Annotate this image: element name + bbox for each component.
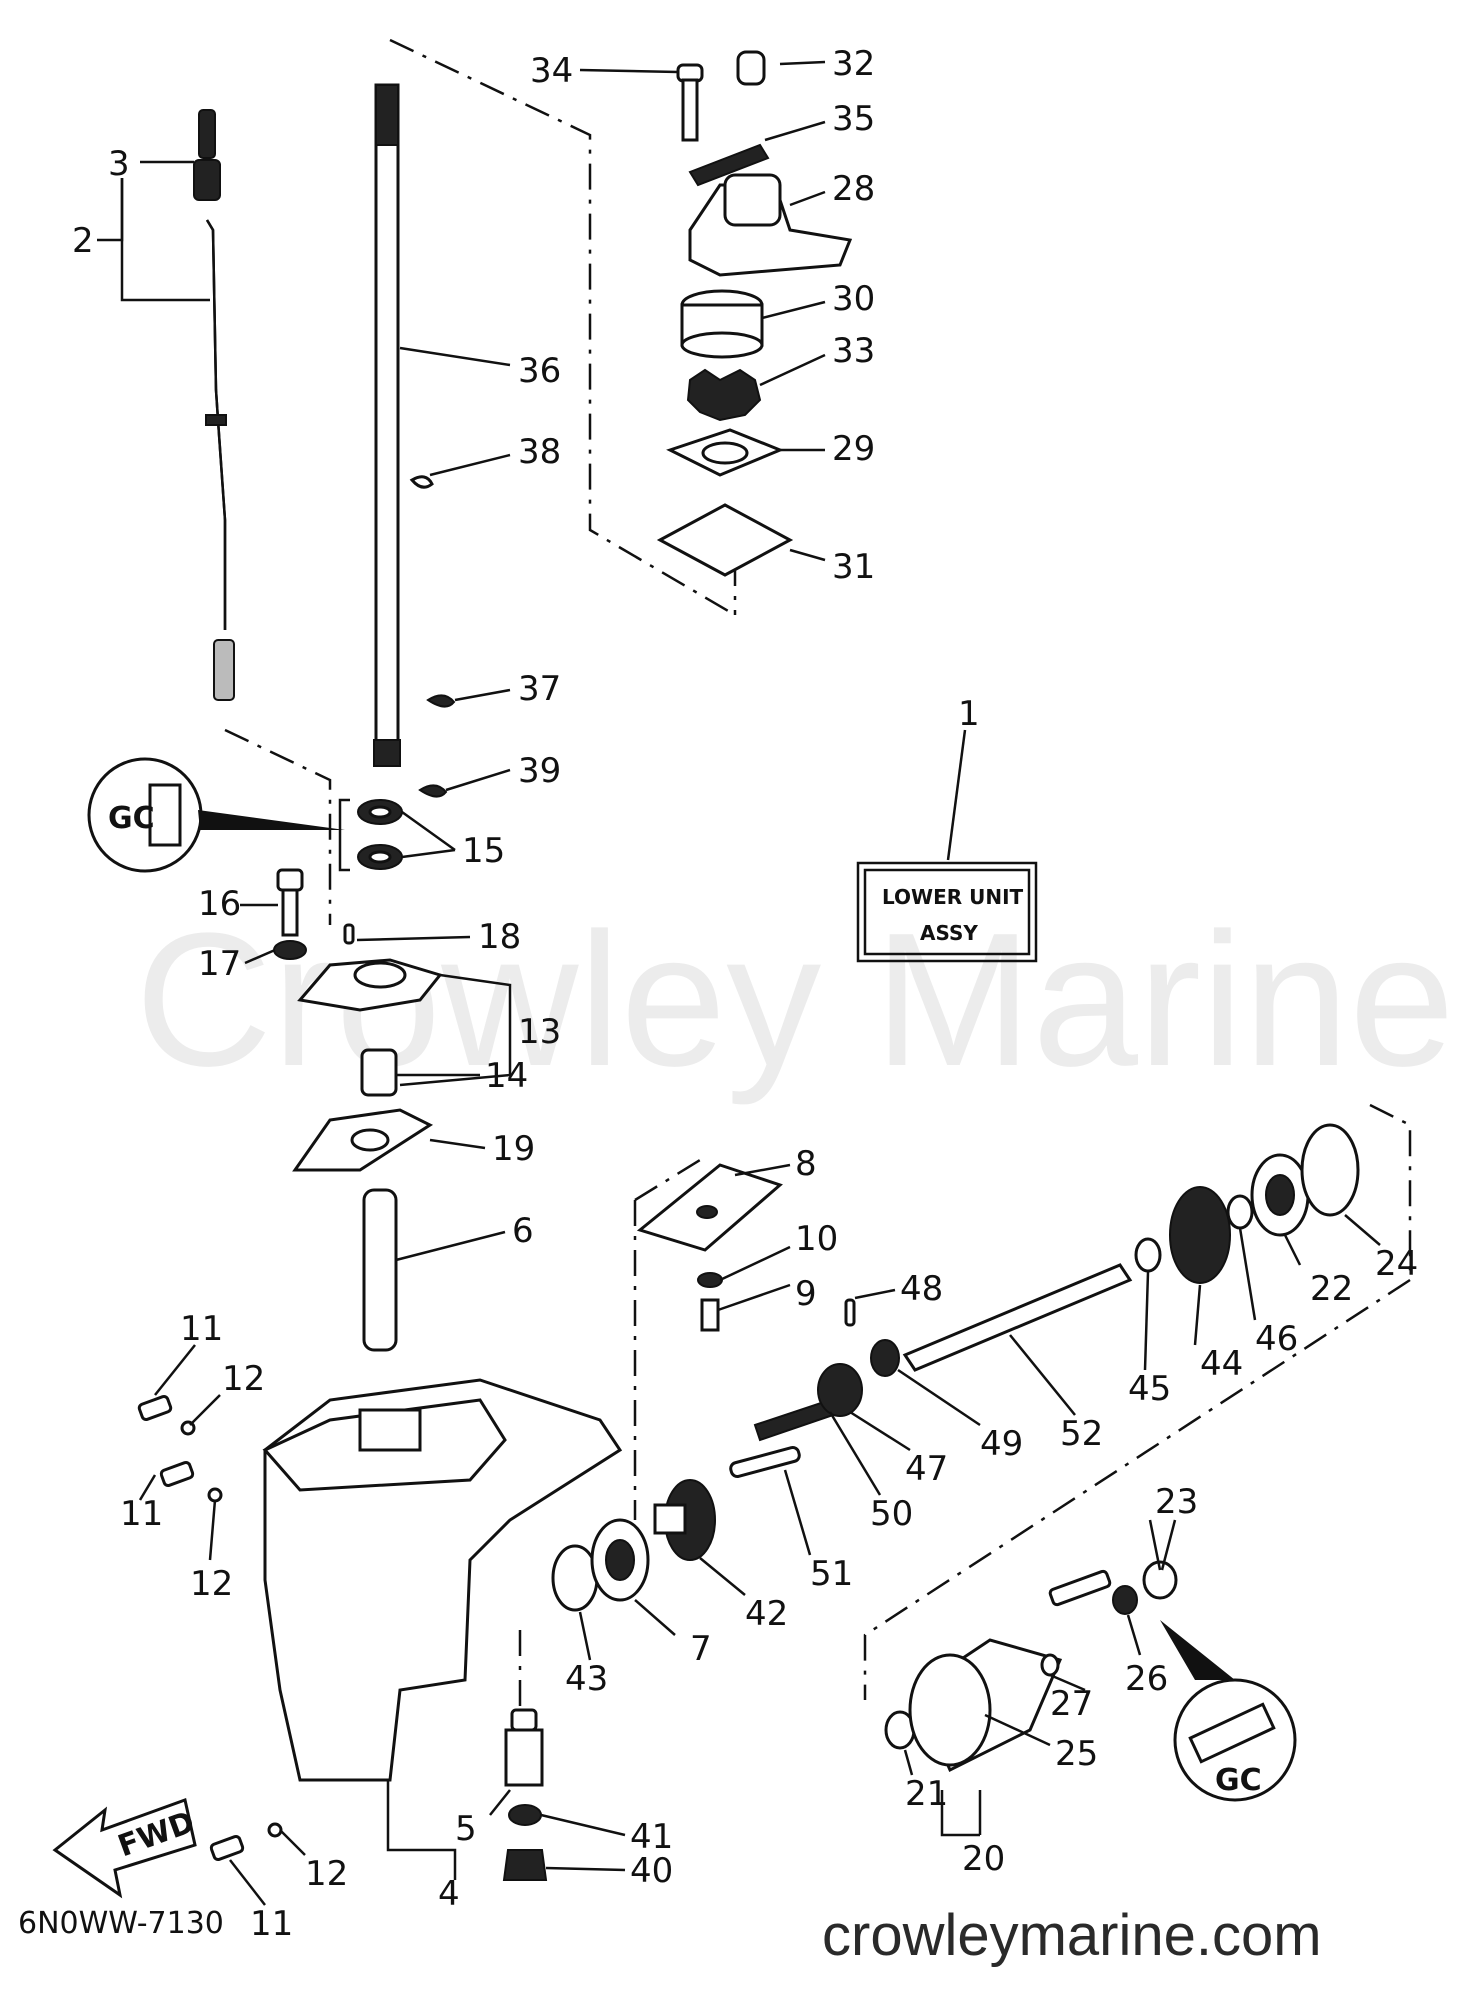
- callout-26: 26: [1125, 1659, 1168, 1699]
- callout-4: 4: [438, 1874, 460, 1914]
- fwd-arrow: FWD: [52, 1798, 199, 1899]
- callout-18: 18: [478, 917, 521, 957]
- callout-43: 43: [565, 1659, 608, 1699]
- callout-5: 5: [455, 1809, 477, 1849]
- callout-27: 27: [1050, 1684, 1093, 1724]
- callout-28: 28: [832, 169, 875, 209]
- callout-37: 37: [518, 669, 561, 709]
- callout-10: 10: [795, 1219, 838, 1259]
- callout-50: 50: [870, 1494, 913, 1534]
- callout-16: 16: [198, 884, 241, 924]
- svg-text:GC: GC: [1215, 1763, 1262, 1798]
- svg-text:ASSY: ASSY: [920, 921, 978, 945]
- callout-17: 17: [198, 944, 241, 984]
- gear-case: [262, 1378, 623, 1782]
- callout-15: 15: [462, 831, 505, 871]
- callout-44: 44: [1200, 1344, 1243, 1384]
- svg-text:GC: GC: [108, 801, 155, 836]
- callout-42: 42: [745, 1594, 788, 1634]
- assembly-box: LOWER UNIT ASSY: [856, 729, 1038, 963]
- callout-47: 47: [905, 1449, 948, 1489]
- grease-symbol-right: GC: [1160, 1620, 1297, 1802]
- svg-text:LOWER UNIT: LOWER UNIT: [882, 885, 1024, 909]
- callout-7: 7: [690, 1629, 712, 1669]
- drive-shaft: [373, 83, 434, 767]
- callout-9: 9: [795, 1274, 817, 1314]
- diagram-code: 6N0WW-7130: [18, 1906, 224, 1941]
- callout-29: 29: [832, 429, 875, 469]
- callout-8: 8: [795, 1144, 817, 1184]
- callout-52: 52: [1060, 1414, 1103, 1454]
- callout-20: 20: [962, 1839, 1005, 1879]
- callout-35: 35: [832, 99, 875, 139]
- callout-33: 33: [832, 331, 875, 371]
- anode-parts: [636, 1163, 783, 1332]
- callout-21: 21: [905, 1774, 948, 1814]
- circlip-37: [426, 694, 456, 708]
- callout-11-bottom: 11: [250, 1904, 293, 1944]
- water-tube: [362, 1188, 398, 1352]
- callout-38: 38: [518, 432, 561, 472]
- callout-22: 22: [1310, 1269, 1353, 1309]
- water-pump-parts: [656, 50, 853, 577]
- website-url: crowleymarine.com: [822, 1903, 1322, 1968]
- callout-49: 49: [980, 1424, 1023, 1464]
- callout-41: 41: [630, 1817, 673, 1857]
- leader-lines: [97, 60, 1381, 1906]
- callout-12-mid: 12: [190, 1564, 233, 1604]
- callout-1: 1: [958, 694, 980, 734]
- callout-45: 45: [1128, 1369, 1171, 1409]
- callout-32: 32: [832, 44, 875, 84]
- callout-40: 40: [630, 1851, 673, 1891]
- callout-14: 14: [485, 1056, 528, 1096]
- bolts-11: [137, 1394, 283, 1862]
- callout-25: 25: [1055, 1734, 1098, 1774]
- oil-seals: [338, 798, 403, 872]
- circlip-39: [418, 784, 448, 798]
- callout-48: 48: [900, 1269, 943, 1309]
- callout-11-mid: 11: [120, 1494, 163, 1534]
- callout-36: 36: [518, 351, 561, 391]
- assembly-guide-lines: [224, 38, 1412, 1730]
- shift-rod: [193, 109, 235, 701]
- callout-13: 13: [518, 1012, 561, 1052]
- propeller-shaft-housing: [884, 1560, 1178, 1773]
- grease-symbol-left: GC: [87, 757, 345, 873]
- callout-30: 30: [832, 279, 875, 319]
- callout-12-bottom: 12: [305, 1854, 348, 1894]
- callout-23: 23: [1155, 1482, 1198, 1522]
- drain-parts: [502, 1708, 548, 1881]
- callout-2: 2: [72, 221, 94, 261]
- callout-24: 24: [1375, 1244, 1418, 1284]
- callout-39: 39: [518, 751, 561, 791]
- callout-51: 51: [810, 1554, 853, 1594]
- callout-numbers: 3 2 34 32 35 28 30 33 29 31 36 38 37 39 …: [72, 44, 1418, 1944]
- propeller-shaft-parts: [551, 1123, 1360, 1612]
- callout-11-top: 11: [180, 1309, 223, 1349]
- callout-6: 6: [512, 1211, 534, 1251]
- callout-46: 46: [1255, 1319, 1298, 1359]
- callout-3: 3: [108, 144, 130, 184]
- callout-31: 31: [832, 547, 875, 587]
- callout-12-top: 12: [222, 1359, 265, 1399]
- callout-19: 19: [492, 1129, 535, 1169]
- callout-34: 34: [530, 51, 573, 91]
